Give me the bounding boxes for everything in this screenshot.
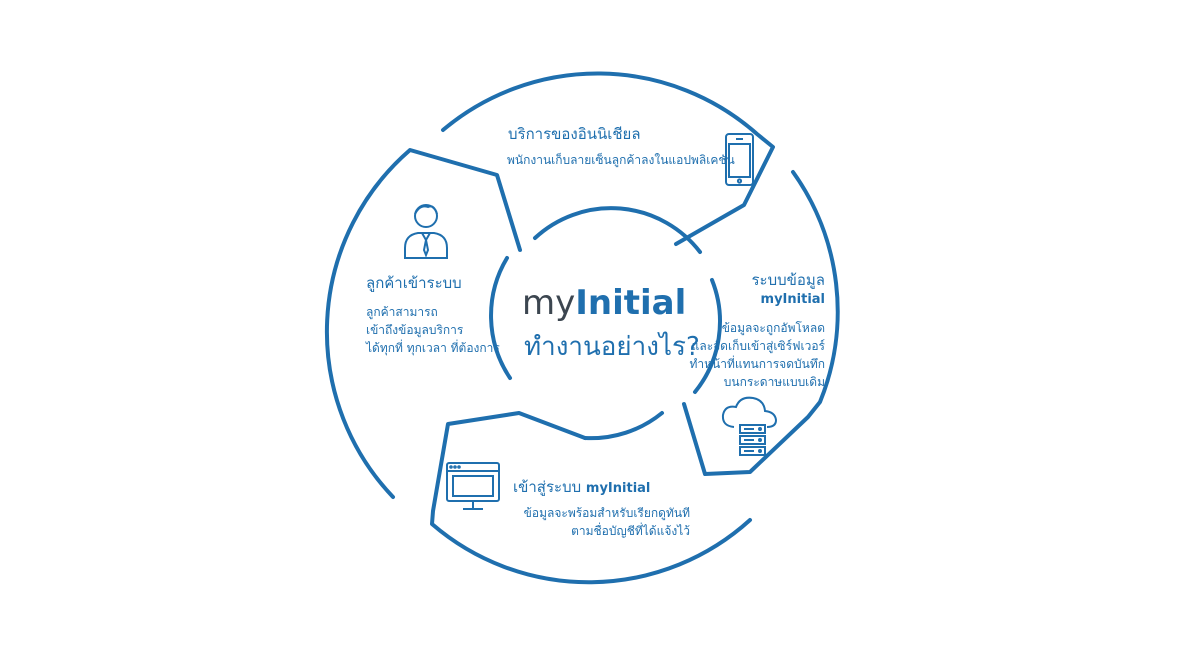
monitor-icon: [446, 462, 500, 510]
inner-arc-top: [533, 206, 702, 254]
smartphone-icon: [725, 133, 754, 186]
right-segment-brand: myInitial: [760, 292, 825, 307]
left-segment-title: ลูกค้าเข้าระบบ: [366, 274, 462, 292]
inner-arc-right: [693, 278, 722, 394]
inner-arc-left: [489, 256, 512, 380]
businessman-icon: [404, 204, 448, 259]
top-segment-body-line-1: พนักงานเก็บลายเซ็นลูกค้าลงในแอปพลิเคชัน: [507, 153, 735, 167]
left-segment-body-line-3: ได้ทุกที่ ทุกเวลา ที่ต้องการ: [366, 341, 500, 355]
bottom-segment-body-line-2: ตามชื่อบัญชีที่ได้แจ้งไว้: [571, 524, 690, 538]
right-segment-body-line-3: ทำหน้าที่แทนการจดบันทึก: [689, 357, 825, 371]
inner-arc-bottom: [583, 411, 664, 441]
segment-bottom-outline: [430, 411, 752, 585]
segment-top-outline: [441, 71, 775, 246]
right-segment-body-line-1: ข้อมูลจะถูกอัพโหลด: [721, 321, 825, 335]
cloud-server-icon: [721, 396, 778, 456]
right-segment-body-line-2: และจัดเก็บเข้าสู่เซิร์ฟเวอร์: [691, 339, 825, 353]
segment-right-outline: [682, 170, 840, 476]
right-segment-title: ระบบข้อมูล: [751, 271, 826, 289]
bottom-segment-body-line-1: ข้อมูลจะพร้อมสำหรับเรียกดูทันที: [523, 506, 690, 520]
center-subtitle: ทำงานอย่างไร?: [524, 332, 700, 362]
bottom-segment-title: เข้าสู่ระบบ myInitial: [513, 478, 651, 496]
left-segment-body-line-2: เข้าถึงข้อมูลบริการ: [366, 323, 464, 337]
center-title: myInitial: [522, 283, 687, 323]
top-segment-title: บริการของอินนิเชียล: [508, 125, 641, 143]
segment-left-outline: [324, 148, 522, 499]
left-segment-body-line-1: ลูกค้าสามารถ: [366, 305, 438, 319]
right-segment-body-line-4: บนกระดาษแบบเดิม: [723, 375, 825, 389]
